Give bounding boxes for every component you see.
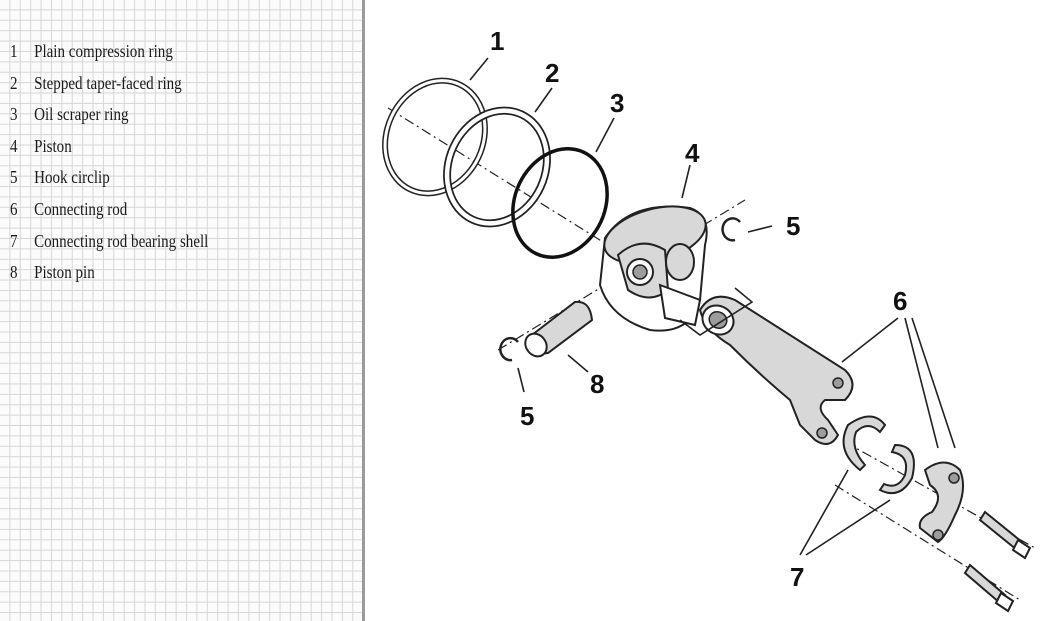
plain-compression-ring <box>382 77 488 197</box>
legend-label: Piston <box>34 135 72 156</box>
hook-circlip-left <box>499 336 519 362</box>
exploded-diagram: 1 2 3 4 5 5 6 7 8 <box>382 26 1036 613</box>
legend-item: 6 Connecting rod <box>10 196 208 228</box>
leader-line-2 <box>534 87 553 113</box>
leader-line-5-left <box>517 367 525 393</box>
leader-line-5-right <box>747 225 773 233</box>
legend-label: Connecting rod <box>34 198 128 219</box>
legend-number: 8 <box>10 262 18 283</box>
legend-label: Plain compression ring <box>34 41 173 61</box>
connecting-rod-cap <box>918 461 965 544</box>
legend-panel: 1 Plain compression ring 2 Stepped taper-f… <box>0 0 362 621</box>
callout-6: 6 <box>893 286 907 316</box>
callout-8: 8 <box>590 369 604 399</box>
leader-line-1 <box>469 57 489 81</box>
leader-line-3 <box>595 117 615 153</box>
bolt-axis-line <box>834 484 1021 601</box>
legend-label: Piston pin <box>34 262 95 283</box>
pin-bore-bracket <box>679 287 754 336</box>
rod-bolt <box>978 510 1032 560</box>
callout-2: 2 <box>545 58 559 88</box>
callout-7: 7 <box>790 562 804 592</box>
legend-item: 5 Hook circlip <box>10 164 208 196</box>
piston <box>598 205 708 332</box>
legend-item: 8 Piston pin <box>10 259 208 291</box>
callout-5-left: 5 <box>520 401 534 431</box>
legend-label: Connecting rod bearing shell <box>34 230 209 251</box>
hook-circlip-right <box>721 217 741 242</box>
bearing-shell-upper <box>842 415 887 472</box>
leader-line-6 <box>841 317 956 449</box>
leader-line-7 <box>799 469 891 556</box>
callout-4: 4 <box>685 138 700 168</box>
legend-number: 5 <box>10 167 18 188</box>
connecting-rod <box>698 295 854 445</box>
legend-label: Hook circlip <box>34 167 110 188</box>
legend-number: 4 <box>10 135 18 156</box>
legend-item: 3 Oil scraper ring <box>10 101 208 133</box>
piston-pin <box>524 300 594 358</box>
callout-1: 1 <box>490 26 504 56</box>
leader-line-4 <box>681 164 691 199</box>
legend-list: 1 Plain compression ring 2 Stepped taper-f… <box>10 38 241 291</box>
callout-3: 3 <box>610 88 624 118</box>
legend-item: 1 Plain compression ring <box>10 38 208 70</box>
legend-number: 7 <box>10 230 18 251</box>
ring-axis-line <box>387 107 641 266</box>
legend-number: 6 <box>10 198 18 219</box>
legend-label: Stepped taper-faced ring <box>34 72 182 93</box>
rod-bolt <box>963 563 1015 613</box>
legend-number: 3 <box>10 104 18 125</box>
panel-divider <box>362 0 365 621</box>
bearing-shell-lower <box>878 443 915 494</box>
legend-label: Oil scraper ring <box>34 104 129 125</box>
legend-number: 1 <box>10 41 18 61</box>
legend-item: 7 Connecting rod bearing shell <box>10 228 208 260</box>
legend-item: 4 Piston <box>10 133 208 165</box>
leader-line-8 <box>567 354 589 373</box>
oil-scraper-ring <box>511 147 609 259</box>
callout-5-right: 5 <box>786 211 800 241</box>
legend-number: 2 <box>10 72 18 93</box>
legend-item: 2 Stepped taper-faced ring <box>10 70 208 102</box>
stepped-taper-faced-ring <box>443 106 551 228</box>
